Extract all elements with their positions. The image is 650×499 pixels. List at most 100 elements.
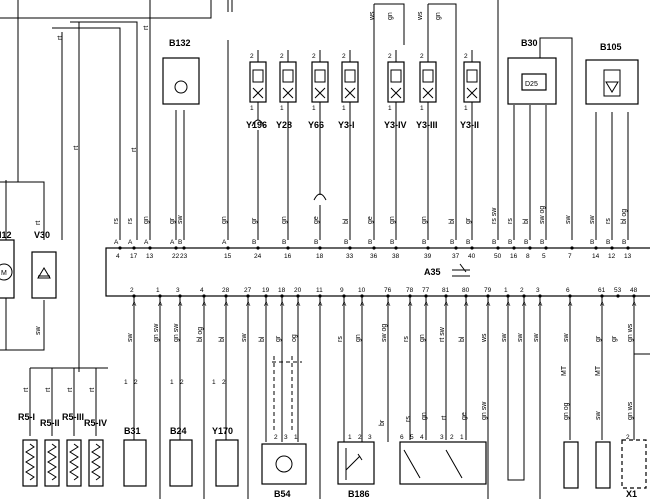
pin-number: 5 (542, 253, 546, 260)
component-pin: 2 (450, 434, 454, 441)
valve-coil-icon (390, 69, 402, 99)
pin-group: B (368, 239, 372, 246)
pin-number: 38 (392, 253, 400, 260)
svg-text:2: 2 (250, 53, 254, 60)
component-code: X1 (626, 489, 637, 499)
component-code: Y28 (276, 120, 292, 130)
pin-group: B (492, 239, 496, 246)
pin-number: 15 (224, 253, 232, 260)
sensor-b54 (261, 443, 307, 485)
wire-color-label: ws (369, 11, 376, 21)
wire-color-label: gn (435, 12, 442, 20)
wire-color-label: sw (35, 326, 42, 336)
bottom-wires (133, 296, 650, 499)
component-code: R5-II (40, 418, 60, 428)
wire-color-label: bl (523, 218, 530, 224)
component-pin: 2 (626, 434, 630, 441)
valve-coil-icon (252, 69, 264, 99)
resistor-icon (91, 443, 101, 481)
pin-number: 7 (568, 253, 572, 260)
sensor-b30 (507, 57, 557, 105)
wire-color-label: rt (57, 36, 64, 40)
component-pin: 2 (274, 434, 278, 441)
pin-number: 16 (284, 253, 292, 260)
pin-group: B (540, 239, 544, 246)
svg-text:2: 2 (420, 53, 424, 60)
pin-number: 4 (200, 287, 204, 294)
controller-a35 (105, 247, 650, 297)
pin-number: 18 (278, 287, 286, 294)
wire-color-label: rt sw (439, 326, 446, 342)
component-code: Y3-III (416, 120, 438, 130)
wire-color-label: rs (405, 416, 412, 422)
sensor-b30-inner (521, 73, 547, 91)
wire-color-label: gr (595, 335, 602, 342)
component-code: B54 (274, 489, 291, 499)
svg-text:2: 2 (388, 53, 392, 60)
pin-group: B (450, 239, 454, 246)
wire-color-label: ge (313, 216, 320, 224)
pin-number: 40 (468, 253, 476, 260)
pin-group: A (128, 239, 133, 246)
switch-left (563, 441, 579, 489)
potentiometer-icon (345, 448, 363, 480)
component-pin: 1 (460, 434, 464, 441)
component-pin: 1 (294, 434, 298, 441)
wire-color-label: bl og (197, 327, 204, 342)
svg-text:2: 2 (280, 53, 284, 60)
bottom-components (123, 439, 647, 489)
component-code: M12 (0, 230, 12, 240)
pin-number: 18 (316, 253, 324, 260)
resistor (44, 439, 60, 487)
wire-color-label: sw (177, 215, 184, 225)
top-left-wiring (0, 0, 233, 372)
component-code: B24 (170, 426, 187, 436)
pin-group: B (252, 239, 256, 246)
pin-number: 36 (370, 253, 378, 260)
component-pin: 6 (400, 434, 404, 441)
wire-color-label: rs sw (491, 207, 498, 224)
component-code: Y170 (212, 426, 233, 436)
motor-m12-box (0, 239, 15, 299)
component-pin: 2 (222, 379, 226, 386)
sensor-b31 (123, 439, 147, 487)
component-pin: 4 (420, 434, 424, 441)
wire-color-label: gn (419, 334, 426, 342)
wire-color-label: rt (441, 416, 448, 420)
wire-color-label: gr (275, 335, 282, 342)
pin-number: 19 (262, 287, 270, 294)
pin-number: 24 (254, 253, 262, 260)
pin-number: 28 (222, 287, 230, 294)
pin-number: 2 (520, 287, 524, 294)
pin-number: 77 (422, 287, 430, 294)
sensor-b105-icon (603, 69, 621, 97)
pin-number: 1 (156, 287, 160, 294)
pin-number: 13 (624, 253, 632, 260)
wire-color-label: sw (589, 215, 596, 225)
wire-color-label: gn sw (153, 323, 160, 342)
component-code: R5-IV (84, 418, 107, 428)
pin-number: 76 (384, 287, 392, 294)
pin-number: 61 (598, 287, 606, 294)
pin-group: B (390, 239, 394, 246)
pin-group: B (314, 239, 318, 246)
wire-color-label: bl (449, 218, 456, 224)
wire-color-label: sw (127, 333, 134, 343)
component-pin: 3 (440, 434, 444, 441)
pin-group: B (508, 239, 512, 246)
pin-number: 39 (424, 253, 432, 260)
component-pin: 1 (212, 379, 216, 386)
pin-group: B (422, 239, 426, 246)
wire-color-label: sw (501, 333, 508, 343)
wire-color-label: sw (565, 215, 572, 225)
connector-x1 (621, 439, 647, 489)
pin-number: 4 (116, 253, 120, 260)
wire-color-label: ws (417, 11, 424, 21)
